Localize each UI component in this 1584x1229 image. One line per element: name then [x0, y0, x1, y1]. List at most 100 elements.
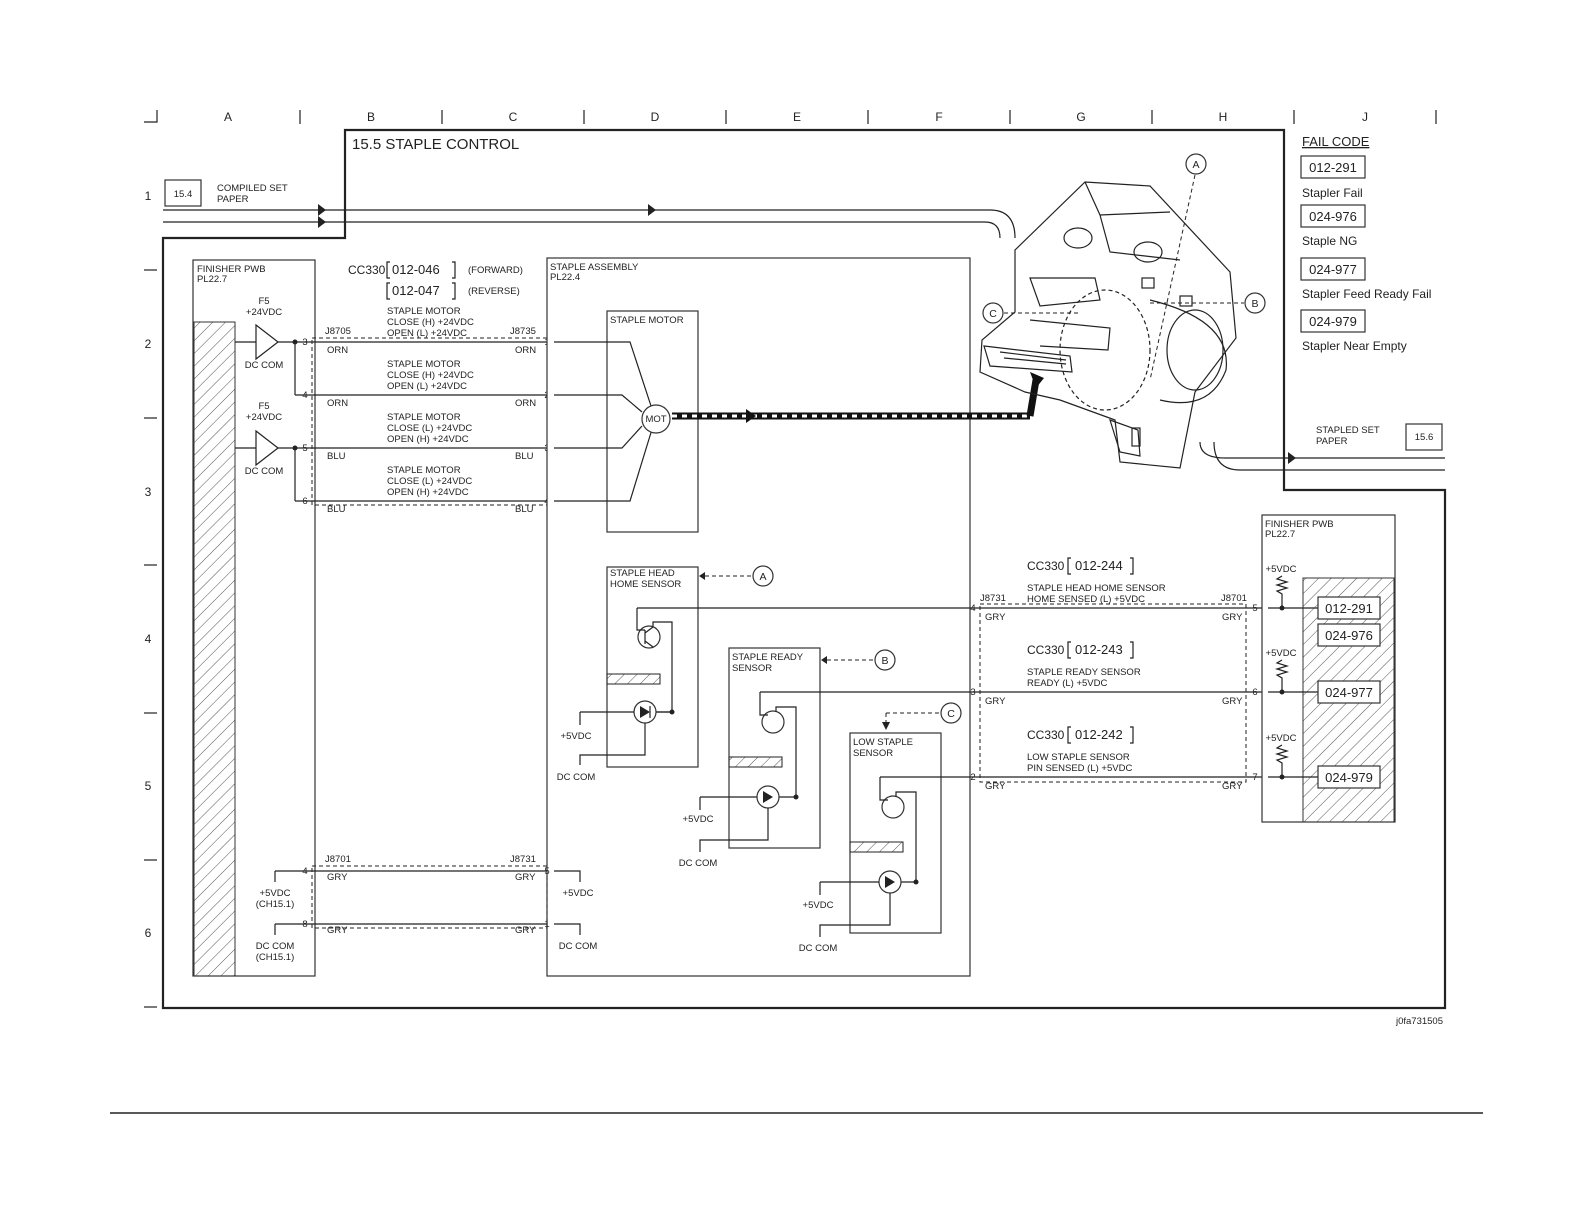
tag-b: B	[1251, 298, 1258, 310]
svg-text:STAPLE HEAD: STAPLE HEAD	[610, 568, 675, 579]
tag-c: C	[989, 308, 997, 320]
svg-text:GRY: GRY	[1222, 696, 1243, 707]
svg-text:OPEN (H) +24VDC: OPEN (H) +24VDC	[387, 434, 469, 445]
svg-text:(CH15.1): (CH15.1)	[256, 952, 295, 963]
svg-text:ORN: ORN	[327, 398, 348, 409]
svg-text:DC COM: DC COM	[799, 943, 838, 954]
row-ruler: 1 2 3 4 5 6	[144, 189, 157, 1008]
svg-text:+5VDC: +5VDC	[1266, 733, 1297, 744]
svg-text:1: 1	[544, 919, 549, 930]
svg-text:+5VDC: +5VDC	[1266, 648, 1297, 659]
sensor-low-staple: LOW STAPLE SENSOR C +5VDC DC COM	[799, 702, 968, 954]
motor-line: STAPLE MOTOR CLOSE (L) +24VDC OPEN (H) +…	[302, 465, 549, 515]
fail-code-desc: Stapler Fail	[1302, 186, 1363, 200]
svg-text:(FORWARD): (FORWARD)	[468, 265, 523, 276]
svg-text:ORN: ORN	[327, 345, 348, 356]
svg-text:BLU: BLU	[515, 504, 534, 515]
svg-text:CLOSE (L) +24VDC: CLOSE (L) +24VDC	[387, 476, 472, 487]
svg-text:OPEN (H) +24VDC: OPEN (H) +24VDC	[387, 487, 469, 498]
svg-text:FINISHER PWB: FINISHER PWB	[1265, 519, 1334, 530]
svg-text:3: 3	[970, 687, 975, 698]
sensor-harness: J8731 J8701 CC330 012-244 STAPLE HEAD HO…	[968, 557, 1268, 792]
col-label: A	[224, 110, 232, 124]
col-label: B	[367, 110, 375, 124]
fail-code: 024-976	[1309, 209, 1357, 224]
fail-code-tag: 024-977	[1325, 685, 1373, 700]
sensor-staple-ready: STAPLE READY SENSOR B +5VDC DC COM	[679, 647, 968, 869]
row-label: 1	[145, 189, 152, 203]
row-label: 3	[145, 485, 152, 499]
svg-text:6: 6	[302, 496, 307, 507]
svg-text:STAPLE MOTOR: STAPLE MOTOR	[387, 306, 461, 317]
col-label: D	[651, 110, 660, 124]
motor-line: STAPLE MOTOR CLOSE (H) +24VDC OPEN (L) +…	[302, 359, 549, 409]
col-label: C	[509, 110, 518, 124]
svg-text:(REVERSE): (REVERSE)	[468, 286, 520, 297]
svg-text:SENSOR: SENSOR	[853, 748, 893, 759]
fail-code-tag: 024-979	[1325, 770, 1373, 785]
col-label: J	[1362, 110, 1368, 124]
svg-text:2: 2	[970, 772, 975, 783]
svg-text:STAPLE MOTOR: STAPLE MOTOR	[387, 359, 461, 370]
svg-text:+5VDC: +5VDC	[1266, 564, 1297, 575]
svg-text:012-047: 012-047	[392, 283, 440, 298]
fail-code: 024-979	[1309, 314, 1357, 329]
motor-line: STAPLE MOTOR CLOSE (H) +24VDC OPEN (L) +…	[302, 306, 549, 356]
svg-text:5: 5	[1252, 603, 1257, 614]
paper-out-path: STAPLED SET PAPER 15.6	[1199, 423, 1445, 471]
motor-lines: STAPLE MOTOR CLOSE (H) +24VDC OPEN (L) +…	[302, 306, 549, 515]
svg-text:HOME SENSOR: HOME SENSOR	[610, 579, 681, 590]
paper-in-path: 15.4 COMPILED SET PAPER	[163, 179, 1016, 239]
svg-text:GRY: GRY	[327, 925, 348, 936]
svg-text:LOW STAPLE: LOW STAPLE	[853, 737, 913, 748]
svg-text:OPEN (L) +24VDC: OPEN (L) +24VDC	[387, 381, 467, 392]
driver-1: F5 +24VDC DC COM	[235, 296, 312, 396]
svg-text:ORN: ORN	[515, 398, 536, 409]
svg-text:DC COM: DC COM	[245, 360, 284, 371]
sensor-staple-head-home: STAPLE HEAD HOME SENSOR A +5VDC DC COM	[557, 565, 968, 783]
row-label: 6	[145, 926, 152, 940]
svg-text:STAPLE ASSEMBLY: STAPLE ASSEMBLY	[550, 262, 639, 273]
svg-text:DC COM: DC COM	[256, 941, 295, 952]
svg-text:GRY: GRY	[985, 696, 1006, 707]
driver-2: F5 +24VDC DC COM	[235, 401, 312, 502]
svg-text:HOME SENSED (L) +5VDC: HOME SENSED (L) +5VDC	[1027, 594, 1145, 605]
svg-text:CLOSE (L) +24VDC: CLOSE (L) +24VDC	[387, 423, 472, 434]
svg-text:(CH15.1): (CH15.1)	[256, 899, 295, 910]
col-label: H	[1219, 110, 1228, 124]
svg-text:GRY: GRY	[327, 872, 348, 883]
svg-text:PL22.7: PL22.7	[1265, 529, 1295, 540]
svg-text:012-244: 012-244	[1075, 558, 1123, 573]
svg-text:GRY: GRY	[985, 781, 1006, 792]
svg-text:GRY: GRY	[1222, 612, 1243, 623]
svg-text:BLU: BLU	[515, 451, 534, 462]
staple-motor: STAPLE MOTOR MOT	[554, 310, 1044, 533]
svg-text:BLU: BLU	[327, 451, 346, 462]
svg-text:J8701: J8701	[1221, 593, 1247, 604]
svg-text:OPEN (L) +24VDC: OPEN (L) +24VDC	[387, 328, 467, 339]
svg-text:BLU: BLU	[327, 504, 346, 515]
svg-text:5: 5	[544, 866, 549, 877]
svg-text:PIN SENSED (L) +5VDC: PIN SENSED (L) +5VDC	[1027, 763, 1132, 774]
svg-text:STAPLE MOTOR: STAPLE MOTOR	[387, 412, 461, 423]
svg-text:DC COM: DC COM	[245, 466, 284, 477]
svg-text:LOW STAPLE SENSOR: LOW STAPLE SENSOR	[1027, 752, 1130, 763]
svg-text:STAPLE HEAD HOME SENSOR: STAPLE HEAD HOME SENSOR	[1027, 583, 1166, 594]
row-label: 5	[145, 779, 152, 793]
fail-code-desc: Stapler Feed Ready Fail	[1302, 287, 1431, 301]
connector-j8705: J8705	[325, 326, 351, 337]
svg-text:+5VDC: +5VDC	[563, 888, 594, 899]
svg-text:F5: F5	[258, 296, 269, 307]
svg-text:+24VDC: +24VDC	[246, 412, 282, 423]
row-label: 2	[145, 337, 152, 351]
fail-code-desc: Stapler Near Empty	[1302, 339, 1407, 353]
svg-text:+5VDC: +5VDC	[260, 888, 291, 899]
svg-text:5: 5	[302, 443, 307, 454]
svg-text:3: 3	[302, 337, 307, 348]
svg-text:J8731: J8731	[980, 593, 1006, 604]
svg-text:6: 6	[1252, 687, 1257, 698]
tag-lines: A C B	[982, 153, 1266, 381]
svg-text:READY (L) +5VDC: READY (L) +5VDC	[1027, 678, 1107, 689]
svg-text:+24VDC: +24VDC	[246, 307, 282, 318]
svg-text:GRY: GRY	[985, 612, 1006, 623]
